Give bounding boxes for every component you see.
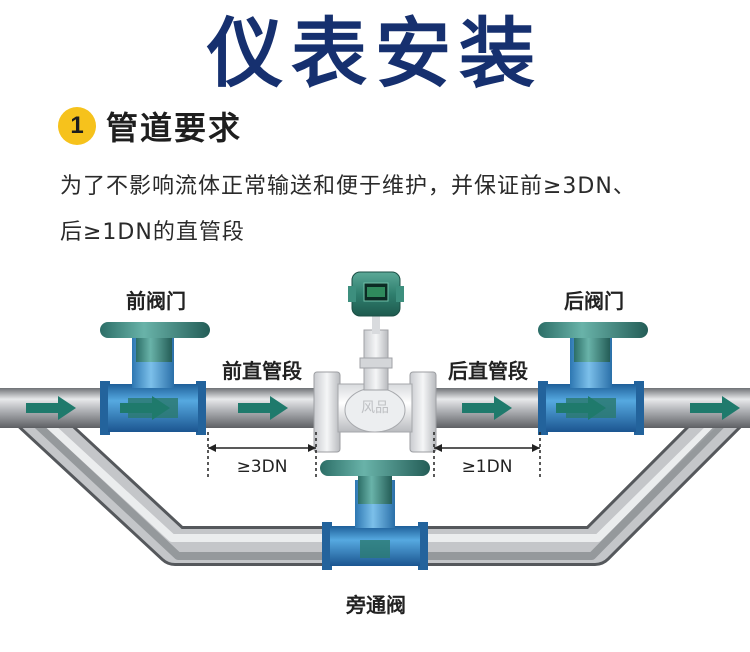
rear-straight-label: 后直管段 (448, 359, 528, 383)
flow-arrows (26, 396, 740, 420)
bypass-valve (320, 460, 430, 570)
front-requirement-label: ≥3DN (237, 457, 288, 477)
front-dimension (207, 432, 317, 480)
vortex-flow-meter: 风品 (313, 271, 437, 453)
rear-valve-label: 后阀门 (564, 289, 624, 313)
rear-valve (538, 322, 648, 435)
flow-arrow-front-straight (238, 396, 288, 420)
bypass-valve-label: 旁通阀 (345, 593, 406, 617)
section-number-badge: 1 (58, 107, 96, 145)
front-valve (100, 322, 210, 435)
flow-arrow-rear-straight (462, 396, 512, 420)
meter-watermark: 风品 (361, 400, 389, 416)
flow-arrow-outlet (690, 396, 740, 420)
rear-dimension (433, 432, 541, 480)
section-title: 管道要求 (106, 109, 243, 147)
flow-arrow-inlet (26, 396, 76, 420)
rear-requirement-label: ≥1DN (462, 457, 513, 477)
flow-arrow-main-bypass-left (120, 396, 170, 420)
description-line-2: 后≥1DN的直管段 (60, 220, 245, 245)
front-valve-label: 前阀门 (126, 289, 186, 313)
front-straight-label: 前直管段 (222, 359, 302, 383)
description-line-1: 为了不影响流体正常输送和便于维护，并保证前≥3DN、 (60, 174, 636, 199)
section-heading: 1 管道要求 (58, 104, 242, 148)
page-title: 仪表安装 (207, 9, 543, 98)
flow-arrow-rear-valve (556, 396, 606, 420)
